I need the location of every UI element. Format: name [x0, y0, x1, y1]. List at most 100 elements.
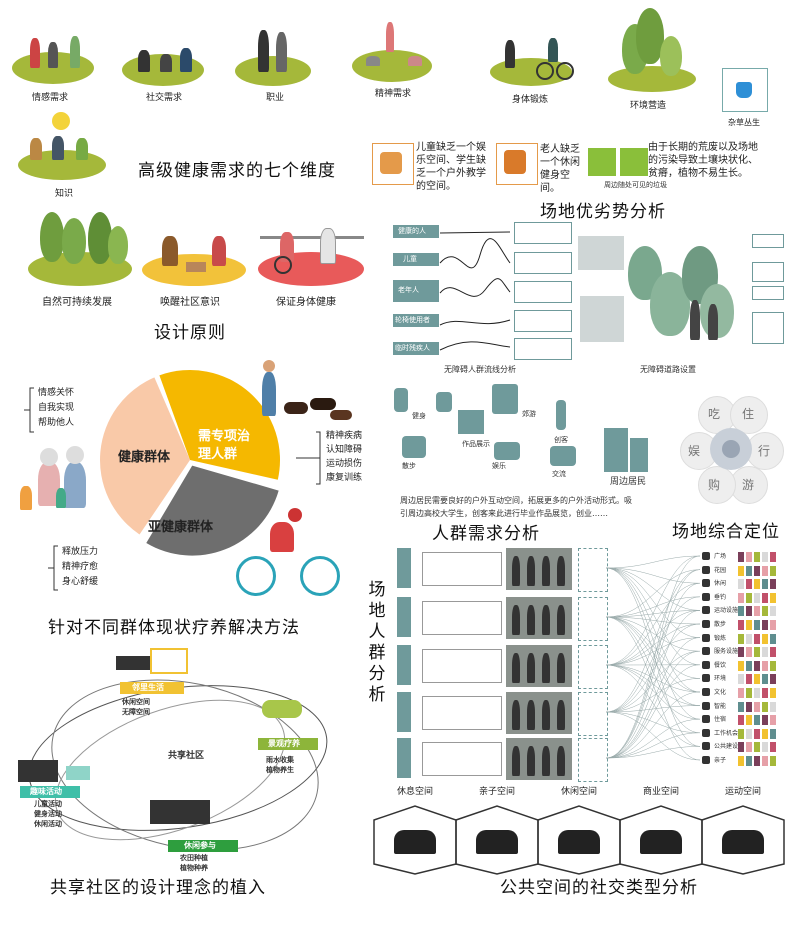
petal-label: 购: [708, 478, 721, 492]
heat-cell: [762, 674, 768, 685]
title-char: 场: [368, 580, 386, 600]
heat-cell: [746, 728, 752, 739]
heat-cell: [762, 647, 768, 658]
heat-cell: [770, 633, 776, 644]
function-icon: [702, 633, 710, 642]
flow-note-box: [514, 310, 572, 332]
trash-label: 周边随处可见的垃圾: [604, 181, 667, 189]
link-line: [605, 678, 701, 713]
flow-row-label: [393, 314, 439, 327]
person-figure: [366, 56, 380, 66]
heat-cell: [738, 742, 744, 753]
plant-icon: [620, 148, 648, 176]
need-label: 创客: [554, 436, 568, 444]
flow-row-label: [393, 342, 439, 355]
crowd-row-tag: [397, 597, 411, 637]
person-figure: [258, 30, 269, 72]
person-figure: [557, 653, 565, 683]
person-figure: [512, 700, 520, 730]
person-figure: [527, 653, 535, 683]
heat-cell: [738, 647, 744, 658]
elder-icon: [504, 150, 526, 174]
function-icon: [702, 715, 710, 724]
need-label: 娱乐: [492, 462, 506, 470]
flower-petal: [730, 396, 768, 434]
light-bulb-icon: [52, 112, 70, 130]
function-label: 休闲: [714, 580, 727, 588]
need-label: 郊游: [522, 410, 536, 418]
dog-shape: [310, 398, 336, 410]
road-note-box: [752, 286, 784, 300]
title-char: 人: [368, 622, 386, 642]
heat-cell: [738, 592, 744, 603]
heat-cell: [746, 756, 752, 766]
heat-cell: [754, 552, 760, 562]
crowd-row-note: [422, 552, 502, 586]
person-figure: [527, 746, 535, 776]
heat-cell: [762, 660, 768, 671]
link-line: [605, 616, 701, 679]
link-line: [605, 746, 701, 759]
need-label: 健身: [412, 412, 426, 420]
heat-cell: [754, 592, 760, 603]
social-type-label: 休息空间: [396, 787, 433, 797]
activity-icon: [66, 766, 90, 780]
heat-cell: [754, 701, 760, 712]
spirit-illustration: [352, 50, 432, 82]
principle-label: 唤醒社区意识: [160, 297, 220, 308]
flower-petal: [730, 466, 768, 504]
link-line: [605, 567, 701, 666]
heat-cell: [770, 552, 776, 562]
person-figure: [212, 236, 226, 266]
special-note: 精神疾病: [326, 431, 363, 441]
heat-cell: [770, 701, 776, 712]
person-figure: [276, 32, 287, 72]
function-label: 花园: [714, 566, 727, 574]
person-figure: [160, 54, 172, 72]
crowd-row-tag: [397, 738, 411, 778]
person-head: [66, 446, 84, 464]
pie-slice: [146, 465, 279, 556]
function-icon: [702, 660, 710, 669]
node-sub: 植物种养: [180, 864, 208, 872]
link-line: [605, 623, 701, 666]
solar-icon: [588, 148, 616, 176]
healthy-note: 帮助他人: [38, 418, 75, 428]
crowd-row-detail: [578, 645, 608, 689]
heat-cell: [746, 701, 752, 712]
node-sub: 无障空间: [122, 708, 150, 716]
heat-cell: [738, 606, 744, 617]
link-line: [605, 567, 701, 720]
heat-cell: [738, 633, 744, 644]
career-illustration: [235, 56, 311, 86]
principles-title: 设计原则: [154, 323, 226, 343]
healthy-note: 自我实现: [38, 403, 75, 413]
rail-shape: [260, 236, 364, 239]
person-figure: [408, 56, 422, 66]
heat-cell: [770, 715, 776, 726]
person-head: [288, 508, 302, 522]
heat-cell: [762, 728, 768, 739]
pie-label-sub: 亚健康群体: [148, 520, 214, 535]
outing-icon: [492, 384, 518, 414]
special-note: 运动损伤: [326, 459, 363, 469]
link-line: [605, 567, 701, 638]
flow-row-label: [393, 225, 439, 238]
social-title: 公共空间的社交类型分析: [500, 878, 698, 898]
heat-cell: [738, 565, 744, 576]
tree-shape: [108, 226, 128, 264]
heat-cell: [754, 606, 760, 617]
special-note: 康复训练: [326, 473, 363, 483]
soil-text: 由于长期的荒废以及场地的污染导致土壤块状化、贫瘠，植物不易生长。: [648, 142, 758, 179]
link-line: [605, 711, 701, 734]
pie-label-special-text: 需专项治理人群: [198, 429, 251, 462]
node-sub: 儿童活动: [34, 800, 62, 808]
person-figure: [512, 556, 520, 586]
heat-cell: [754, 688, 760, 698]
link-line: [605, 567, 701, 747]
person-figure: [70, 36, 80, 68]
heat-cell: [770, 742, 776, 753]
heat-cell: [762, 742, 768, 753]
elder-icon-box: [496, 143, 538, 185]
